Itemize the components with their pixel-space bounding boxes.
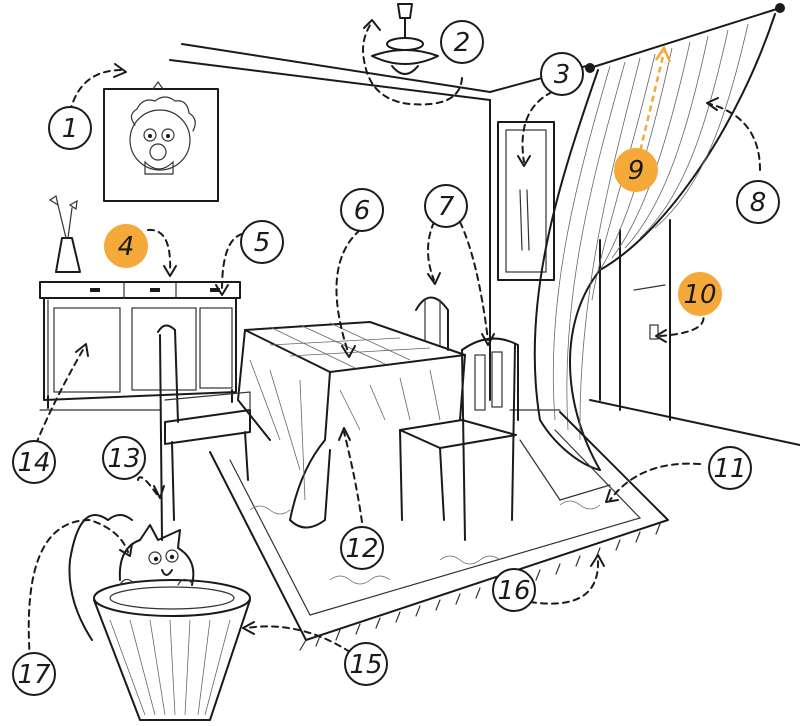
label-11: 11 <box>708 446 752 490</box>
label-4: 4 <box>104 224 148 268</box>
label-13: 13 <box>102 436 146 480</box>
label-circle-15 <box>344 642 388 686</box>
wall-picture <box>103 80 219 202</box>
label-number-8: 8 <box>750 188 767 218</box>
label-number-11: 11 <box>713 454 746 484</box>
label-number-9: 9 <box>628 156 645 186</box>
label-circle-8 <box>736 180 780 224</box>
label-circle-5 <box>240 220 284 264</box>
label-circle-3 <box>540 52 584 96</box>
label-number-2: 2 <box>454 28 471 58</box>
label-circle-1 <box>48 106 92 150</box>
label-circle-9 <box>614 148 658 192</box>
label-circle-17 <box>12 652 56 696</box>
label-circle-12 <box>340 526 384 570</box>
label-circle-16 <box>492 568 536 612</box>
room-walls <box>39 43 800 446</box>
label-circle-13 <box>102 436 146 480</box>
pointer-arrows <box>27 19 761 661</box>
label-6: 6 <box>340 188 384 232</box>
door <box>599 219 671 421</box>
label-circle-4 <box>104 224 148 268</box>
label-10: 10 <box>678 272 722 316</box>
label-circle-14 <box>12 440 56 484</box>
label-3: 3 <box>540 52 584 96</box>
sideboard <box>39 281 241 409</box>
label-number-16: 16 <box>497 576 530 606</box>
flower-pot <box>93 579 251 721</box>
label-circle-7 <box>424 184 468 228</box>
label-number-1: 1 <box>62 114 79 144</box>
label-2: 2 <box>440 20 484 64</box>
label-circle-2 <box>440 20 484 64</box>
chair-right <box>399 337 519 541</box>
label-14: 14 <box>12 440 56 484</box>
rug <box>209 411 669 651</box>
vase <box>48 195 81 273</box>
label-number-6: 6 <box>354 196 371 226</box>
ceiling-lamp <box>371 3 439 75</box>
label-number-4: 4 <box>118 232 135 262</box>
label-9: 9 <box>614 148 658 192</box>
wall-window <box>497 121 555 281</box>
label-8: 8 <box>736 180 780 224</box>
label-7: 7 <box>424 184 468 228</box>
label-5: 5 <box>240 220 284 264</box>
label-12: 12 <box>340 526 384 570</box>
label-number-15: 15 <box>349 650 382 680</box>
label-circle-10 <box>678 272 722 316</box>
label-number-17: 17 <box>17 660 51 690</box>
label-number-3: 3 <box>554 60 571 90</box>
cat <box>68 514 195 641</box>
label-17: 17 <box>12 652 56 696</box>
label-circle-11 <box>708 446 752 490</box>
label-number-10: 10 <box>683 280 716 310</box>
label-1: 1 <box>48 106 92 150</box>
label-16: 16 <box>492 568 536 612</box>
chair-left <box>157 324 251 541</box>
label-number-14: 14 <box>17 448 50 478</box>
label-number-12: 12 <box>345 534 378 564</box>
label-15: 15 <box>344 642 388 686</box>
label-number-5: 5 <box>254 228 271 258</box>
label-number-13: 13 <box>107 444 140 474</box>
label-circle-6 <box>340 188 384 232</box>
chair-back <box>415 296 449 351</box>
label-number-7: 7 <box>438 192 455 222</box>
